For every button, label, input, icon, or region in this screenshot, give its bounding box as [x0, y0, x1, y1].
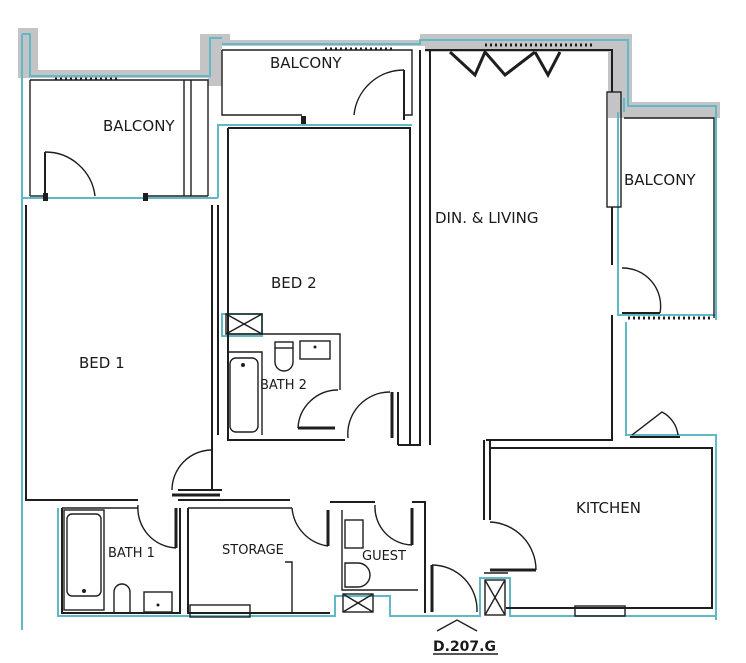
room-label-bath-2: BATH 2 — [260, 378, 307, 393]
room-label-bed-2: BED 2 — [271, 274, 317, 292]
room-label-kitchen: KITCHEN — [576, 499, 641, 517]
room-label-bed-1: BED 1 — [79, 354, 125, 372]
room-label-din-living: DIN. & LIVING — [435, 209, 539, 227]
unit-reference-label: D.207.G — [433, 639, 496, 655]
room-label-storage: STORAGE — [222, 543, 284, 558]
interior-walls — [25, 43, 713, 618]
room-label-guest: GUEST — [362, 549, 406, 564]
room-label-balcony-3: BALCONY — [624, 171, 696, 189]
room-label-balcony-1: BALCONY — [103, 117, 175, 135]
room-label-bath-1: BATH 1 — [108, 546, 155, 561]
balcony-2 — [221, 47, 413, 124]
balcony-3 — [606, 91, 715, 320]
balcony-parapets — [18, 28, 720, 118]
room-label-balcony-2: BALCONY — [270, 54, 342, 72]
cyan-outline — [21, 33, 717, 630]
balcony-1 — [29, 77, 209, 201]
entry-marker — [433, 619, 498, 655]
